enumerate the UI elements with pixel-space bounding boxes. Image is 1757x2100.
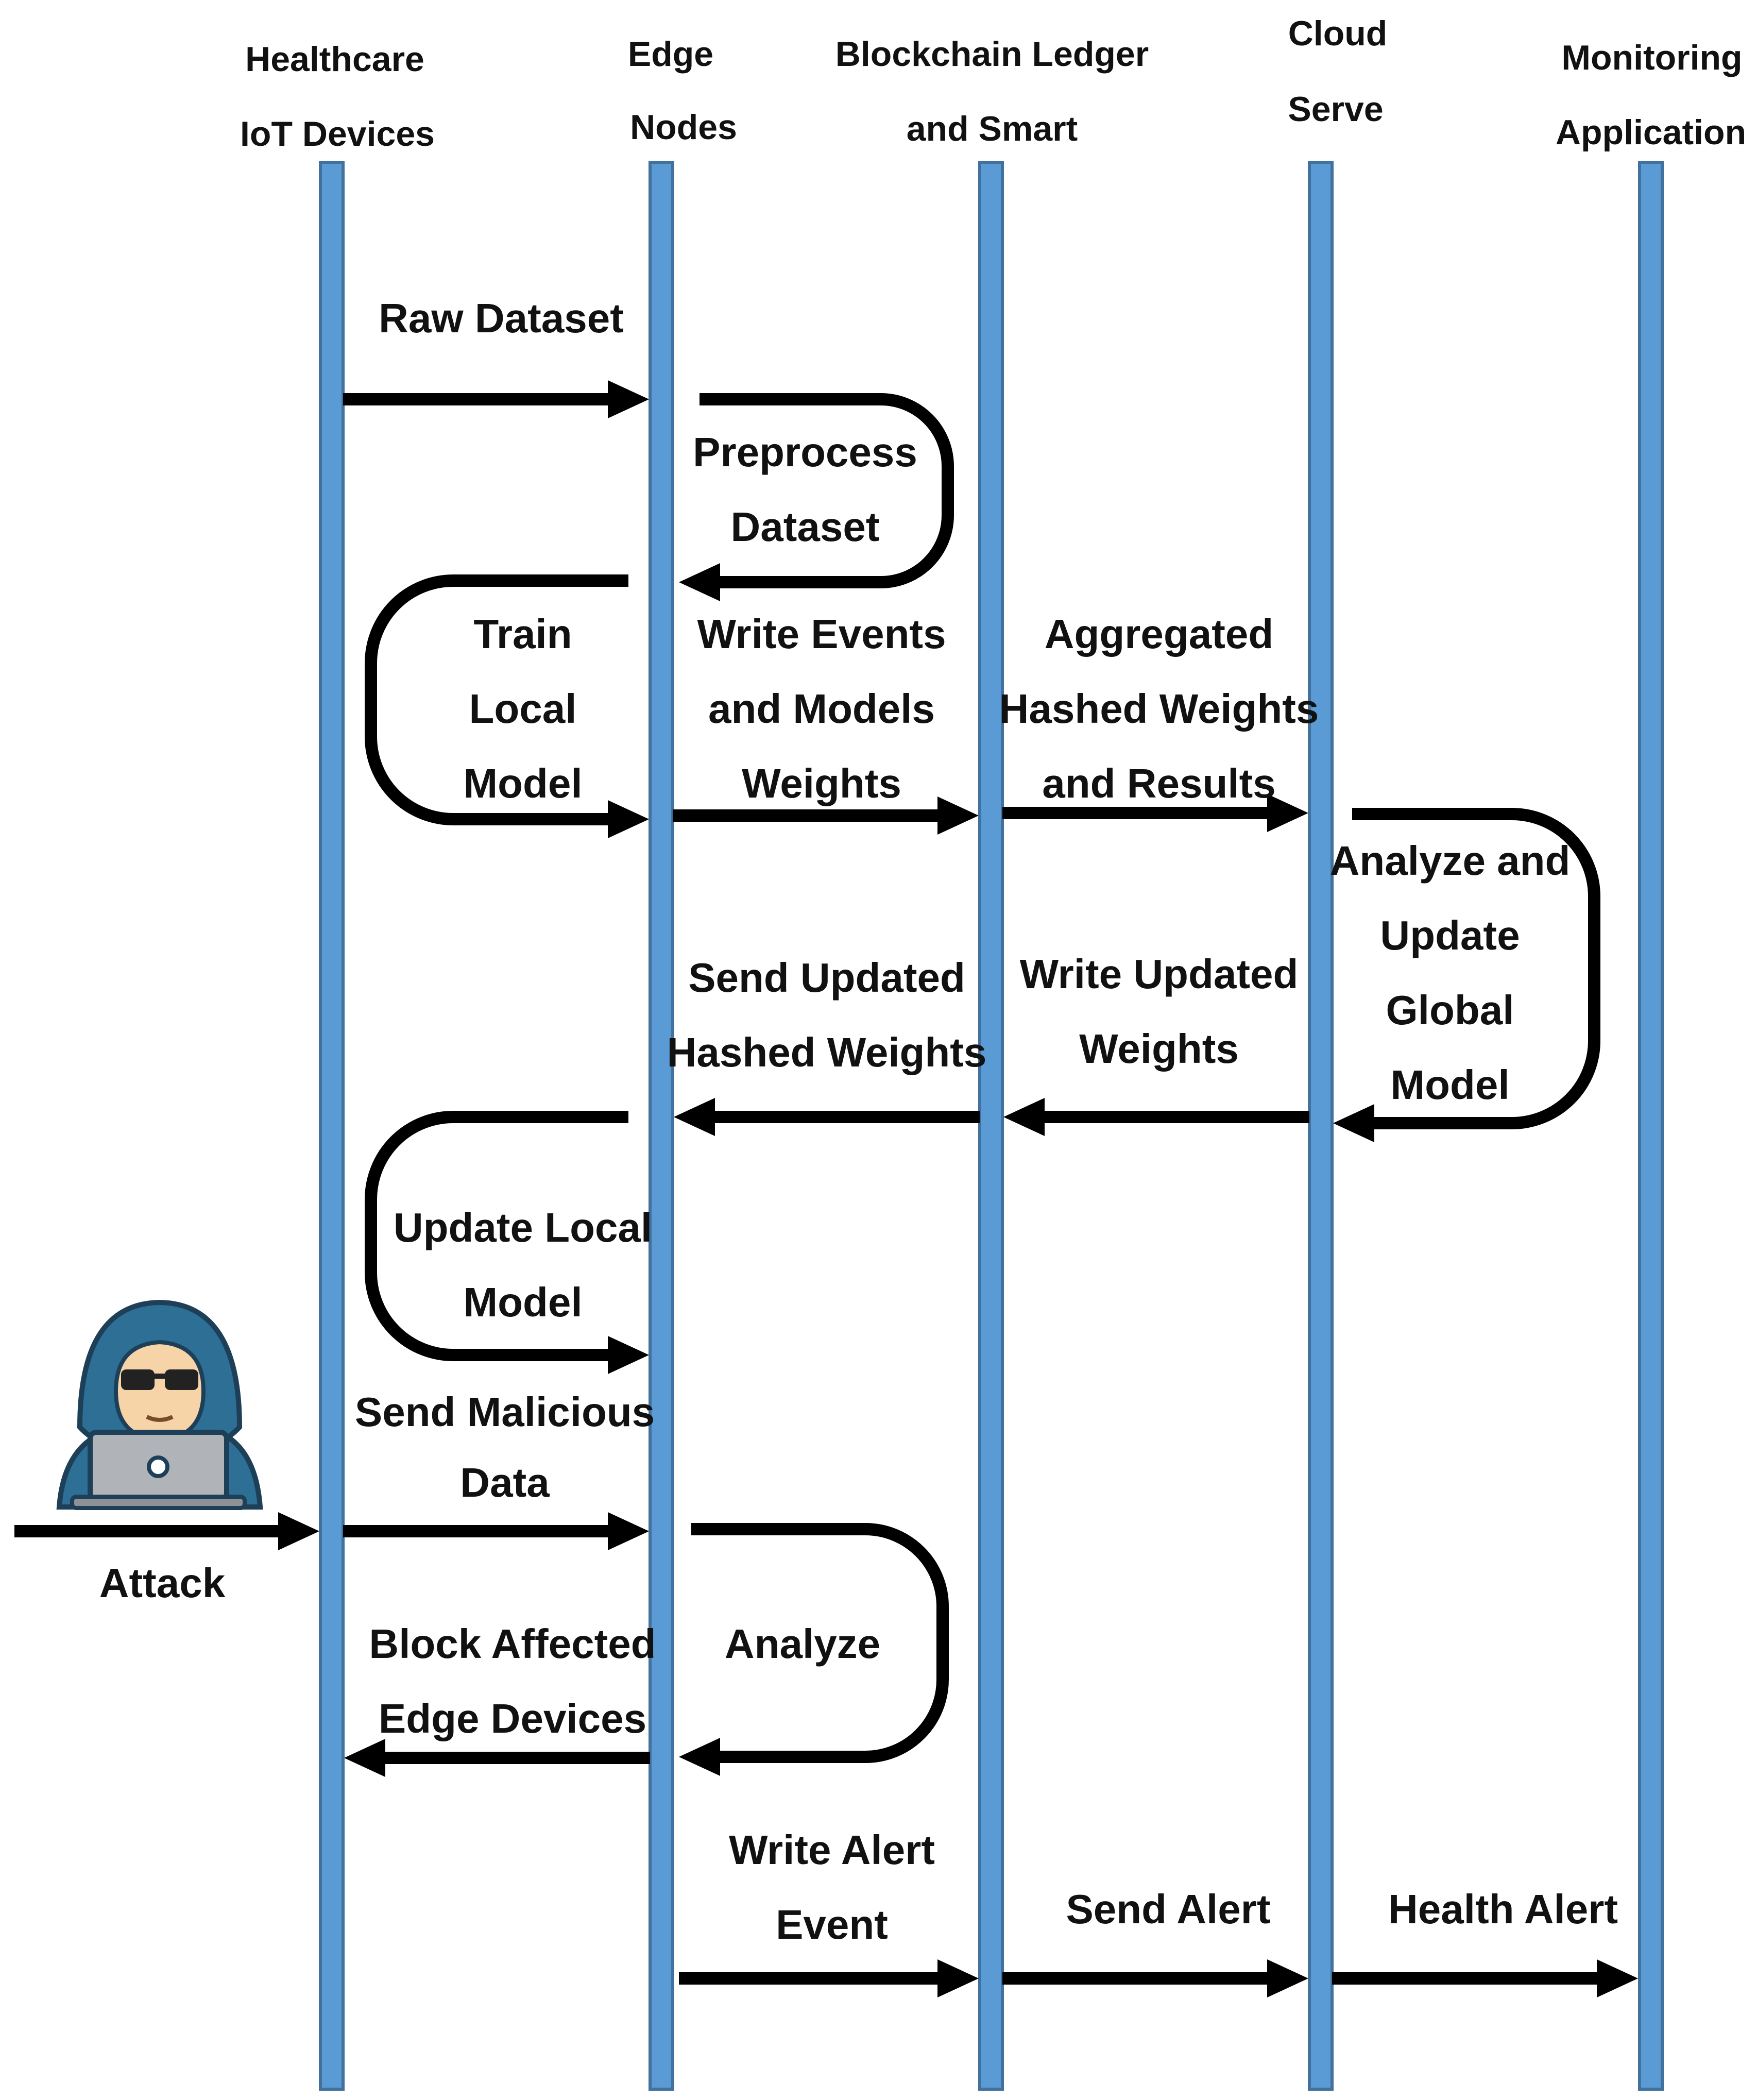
arrow-send-alert xyxy=(1002,1959,1308,1997)
participant-edge-line1: Edge xyxy=(628,35,713,74)
label-update-local-line1: Update Local xyxy=(394,1205,652,1250)
label-train-line3: Model xyxy=(463,760,582,806)
arrow-preprocess-loop xyxy=(679,393,954,601)
participant-chain-line1: Blockchain Ledger xyxy=(835,35,1149,74)
label-health-alert: Health Alert xyxy=(1388,1886,1618,1932)
label-write-events-line1: Write Events xyxy=(697,611,946,657)
label-send-updated-line1: Send Updated xyxy=(688,955,965,1001)
participant-iot-line1: Healthcare xyxy=(245,40,424,79)
arrow-attack xyxy=(14,1512,319,1550)
label-raw-dataset: Raw Dataset xyxy=(379,295,624,341)
lifelines xyxy=(319,161,1664,2091)
participant-chain-line2: and Smart xyxy=(907,109,1078,148)
label-send-updated-line2: Hashed Weights xyxy=(667,1029,987,1075)
participant-monitor-line2: Application xyxy=(1556,113,1746,152)
arrow-malicious xyxy=(343,1512,649,1550)
label-malicious-line2: Data xyxy=(460,1460,550,1505)
arrow-analyze-loop xyxy=(679,1523,949,1776)
label-aggregated-line2: Hashed Weights xyxy=(999,686,1319,732)
label-global-line2: Update xyxy=(1380,912,1520,958)
label-train-line1: Train xyxy=(473,611,572,657)
lifeline-iot xyxy=(319,161,345,2091)
arrow-write-alert xyxy=(679,1959,979,1997)
label-send-alert: Send Alert xyxy=(1066,1886,1270,1932)
hooded-hacker-icon xyxy=(56,1299,263,1510)
message-labels: Raw Dataset Preprocess Dataset Train Loc… xyxy=(99,295,1618,1947)
lifeline-cloud xyxy=(1308,161,1334,2091)
arrow-block-affected xyxy=(344,1739,650,1777)
arrow-global-loop xyxy=(1333,808,1600,1142)
label-write-alert-line2: Event xyxy=(776,1902,888,1947)
label-malicious-line1: Send Malicious xyxy=(355,1389,655,1435)
label-global-line3: Global xyxy=(1386,987,1514,1033)
participant-iot-line2: IoT Devices xyxy=(240,114,435,154)
arrow-train-loop xyxy=(365,574,649,838)
label-global-line1: Analyze and xyxy=(1330,838,1571,884)
arrow-write-events xyxy=(673,797,979,835)
label-update-local-line2: Model xyxy=(463,1279,582,1325)
label-write-alert-line1: Write Alert xyxy=(729,1827,935,1873)
participant-edge-line2: Nodes xyxy=(630,108,737,147)
label-write-updated-line2: Weights xyxy=(1079,1026,1239,1072)
arrow-raw-dataset xyxy=(343,380,649,418)
participant-headers: Healthcare IoT Devices Edge Nodes Blockc… xyxy=(240,14,1746,154)
lifeline-edge xyxy=(649,161,674,2091)
label-analyze: Analyze xyxy=(725,1621,880,1667)
participant-monitor-line1: Monitoring xyxy=(1561,38,1742,77)
label-block-line2: Edge Devices xyxy=(379,1696,646,1741)
label-aggregated-line1: Aggregated xyxy=(1045,611,1274,657)
arrow-send-updated xyxy=(674,1098,980,1136)
label-preprocess-line2: Dataset xyxy=(730,504,879,550)
label-attack: Attack xyxy=(99,1560,226,1606)
arrows xyxy=(14,380,1638,1997)
label-write-events-line2: and Models xyxy=(708,686,935,732)
arrow-health-alert xyxy=(1332,1959,1638,1997)
label-write-updated-line1: Write Updated xyxy=(1020,951,1299,997)
arrow-aggregated xyxy=(1002,794,1308,832)
lifeline-chain xyxy=(978,161,1004,2091)
participant-cloud-line1: Cloud xyxy=(1288,14,1388,53)
participant-cloud-line2: Serve xyxy=(1288,90,1383,129)
label-preprocess-line1: Preprocess xyxy=(693,429,917,475)
lifeline-monitor xyxy=(1638,161,1664,2091)
label-global-line4: Model xyxy=(1390,1062,1509,1108)
arrow-write-updated xyxy=(1003,1098,1309,1136)
label-block-line1: Block Affected xyxy=(369,1621,656,1667)
label-train-line2: Local xyxy=(469,686,577,732)
label-aggregated-line3: and Results xyxy=(1042,760,1275,806)
label-write-events-line3: Weights xyxy=(742,760,901,806)
arrow-update-local-loop xyxy=(365,1111,649,1374)
